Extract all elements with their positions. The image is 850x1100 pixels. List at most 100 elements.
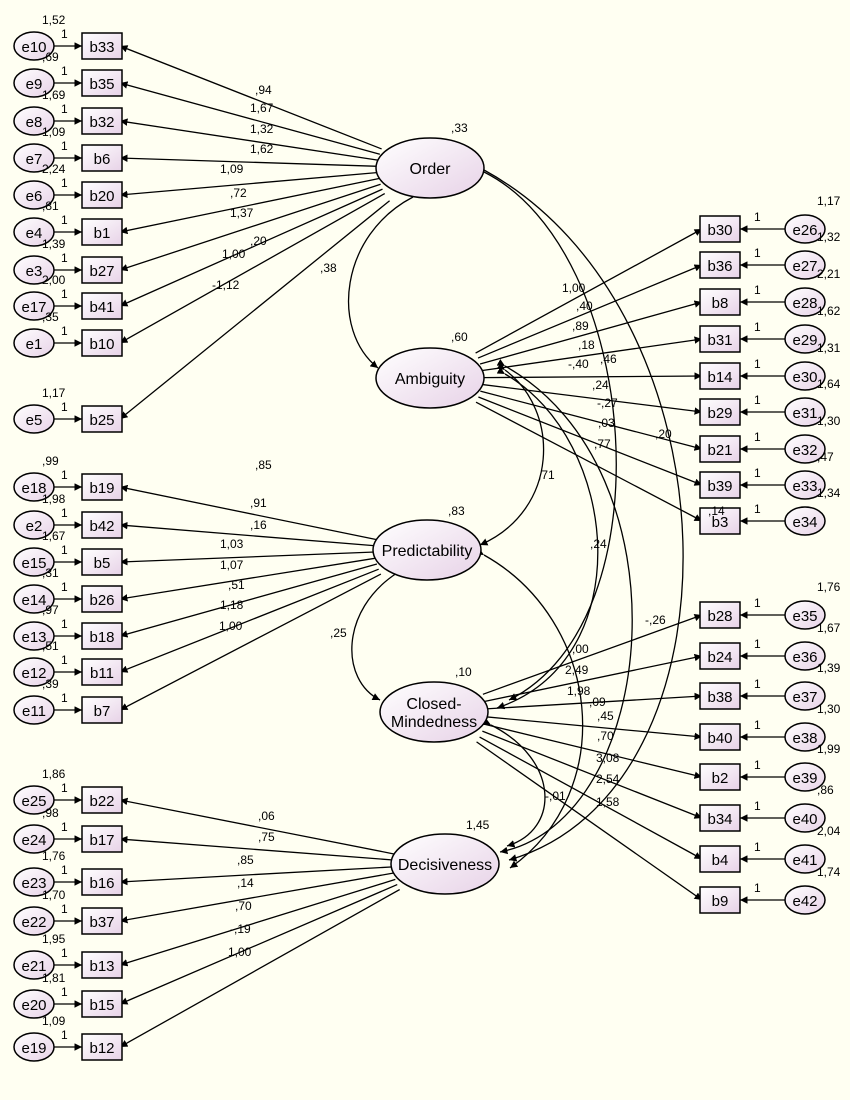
error-variance-label: 1,30 <box>817 702 841 716</box>
item-label: b31 <box>707 332 732 349</box>
loading-label: ,45 <box>597 709 614 723</box>
error-variance-label: ,69 <box>42 50 59 64</box>
error-variance-label: 1,52 <box>42 13 66 27</box>
loading-label: 1,32 <box>250 122 274 136</box>
error-variance-label: 1,86 <box>42 767 66 781</box>
loading-label: ,24 <box>592 378 609 392</box>
error-variance-label: ,47 <box>817 450 834 464</box>
error-variance-label: ,98 <box>42 806 59 820</box>
error-label: e28 <box>792 295 817 312</box>
covariance-label: ,20 <box>655 427 672 441</box>
loading-arrow <box>119 557 376 602</box>
loading-label: 1,00 <box>219 619 243 633</box>
factor-variance-label: ,33 <box>451 121 468 135</box>
error-variance-label: 1,70 <box>42 888 66 902</box>
fixed-path-label: 1 <box>754 283 761 297</box>
item-label: b21 <box>707 442 732 459</box>
error-label: e27 <box>792 258 817 275</box>
error-term <box>13 906 55 936</box>
item-label: b38 <box>707 689 732 706</box>
loading-arrow <box>482 730 703 819</box>
error-term <box>784 762 826 792</box>
observed-item <box>81 825 123 853</box>
loading-label: ,18 <box>578 338 595 352</box>
observed-item <box>81 292 123 320</box>
error-variance-label: ,31 <box>42 566 59 580</box>
error-label: e41 <box>792 852 817 869</box>
error-label: e6 <box>26 188 43 205</box>
item-label: b16 <box>89 875 114 892</box>
error-term <box>13 547 55 577</box>
item-label: b8 <box>712 295 729 312</box>
item-label: b7 <box>94 703 111 720</box>
factor-label: Ambiguity <box>395 371 465 388</box>
observed-item <box>699 682 741 710</box>
observed-item <box>81 658 123 686</box>
item-label: b3 <box>712 514 729 531</box>
loading-label: ,75 <box>258 830 275 844</box>
item-label: b11 <box>90 665 114 682</box>
error-term <box>13 255 55 285</box>
nodes-layer <box>13 31 826 1062</box>
loading-label: ,40 <box>576 299 593 313</box>
error-label: e3 <box>26 263 43 280</box>
loading-arrow <box>479 736 703 860</box>
loading-arrow <box>119 81 381 155</box>
fixed-path-label: 1 <box>754 357 761 371</box>
error-variance-label: 1,69 <box>42 88 66 102</box>
fixed-path-label: 1 <box>61 1028 68 1042</box>
error-label: e11 <box>22 703 46 720</box>
observed-item <box>699 362 741 390</box>
error-label: e14 <box>21 592 46 609</box>
loading-arrow <box>119 797 395 855</box>
loading-label: ,51 <box>228 578 245 592</box>
error-variance-label: 1,67 <box>817 621 841 635</box>
loading-arrow <box>475 228 703 354</box>
loading-label: ,09 <box>589 695 606 709</box>
fixed-path-label: 1 <box>754 637 761 651</box>
error-label: e42 <box>792 893 817 910</box>
covariance-ambiguity-decisiveness <box>496 359 633 855</box>
error-variance-label: ,99 <box>42 454 59 468</box>
error-term <box>13 106 55 136</box>
loading-arrow <box>119 551 376 566</box>
error-variance-label: ,39 <box>42 677 59 691</box>
latent-factor <box>390 833 500 895</box>
error-term <box>784 470 826 500</box>
fixed-path-label: 1 <box>61 781 68 795</box>
error-term <box>13 217 55 247</box>
covariance-ambiguity-closed <box>496 367 599 710</box>
covariance-label: ,24 <box>590 537 607 551</box>
covariance-order-closed <box>475 165 617 701</box>
item-label: b32 <box>89 114 114 131</box>
covariance-label: ,71 <box>538 468 555 482</box>
observed-item <box>81 107 123 135</box>
error-label: e24 <box>21 832 46 849</box>
error-label: e38 <box>792 730 817 747</box>
error-label: e19 <box>21 1040 46 1057</box>
item-label: b4 <box>712 852 729 869</box>
observed-item <box>699 215 741 243</box>
loading-label: -,40 <box>568 357 589 371</box>
covariance-predictability-decisiveness <box>475 548 584 869</box>
error-term <box>784 397 826 427</box>
covariance-closed-decisiveness <box>482 718 546 848</box>
item-label: b14 <box>707 369 732 386</box>
error-label: e29 <box>792 332 817 349</box>
fixed-path-label: 1 <box>61 985 68 999</box>
observed-item <box>699 398 741 426</box>
error-variance-label: 1,30 <box>817 414 841 428</box>
observed-item <box>81 696 123 724</box>
observed-item <box>699 288 741 316</box>
error-term <box>13 143 55 173</box>
observed-item <box>699 642 741 670</box>
loading-arrow <box>119 177 380 235</box>
observed-item <box>81 218 123 246</box>
observed-item <box>81 786 123 814</box>
observed-item <box>81 548 123 576</box>
error-term <box>13 1032 55 1062</box>
error-variance-label: 1,09 <box>42 125 66 139</box>
fixed-path-label: 1 <box>61 691 68 705</box>
latent-factor <box>375 347 485 409</box>
